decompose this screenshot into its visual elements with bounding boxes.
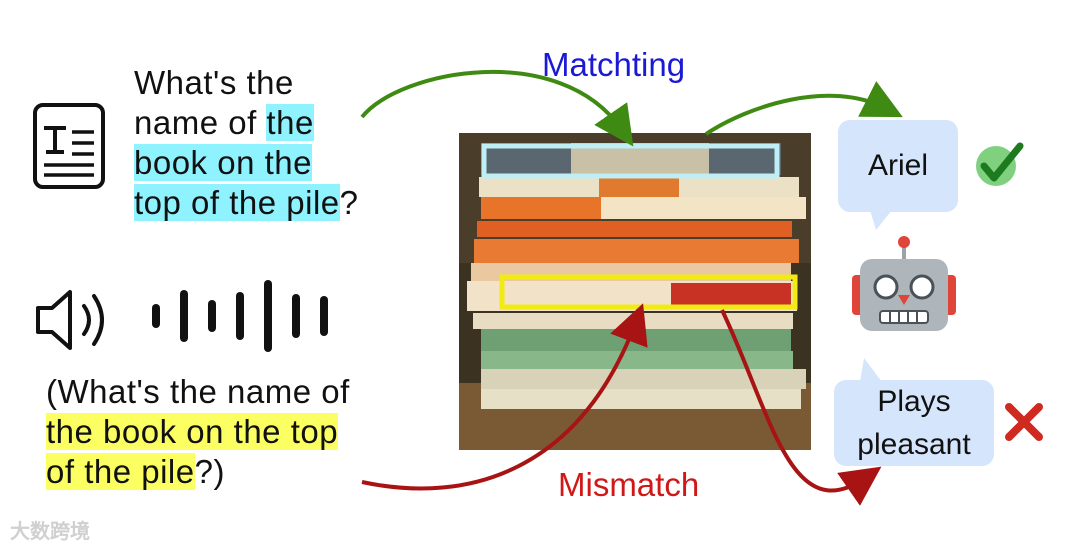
answer-wrong-line1: Plays xyxy=(834,380,994,423)
answer-wrong-line2: pleasant xyxy=(834,423,994,466)
bubble-tail-wrong xyxy=(860,358,884,382)
robot-icon xyxy=(852,233,956,335)
bubble-tail-correct xyxy=(870,210,894,232)
watermark: 大数跨境 xyxy=(10,515,90,544)
answer-bubble-wrong: Plays pleasant xyxy=(834,380,994,466)
check-icon xyxy=(974,140,1026,188)
mismatch-arrow-in xyxy=(362,322,636,488)
cross-icon xyxy=(1004,402,1044,442)
mismatch-label: Mismatch xyxy=(558,466,699,504)
answer-correct-text: Ariel xyxy=(868,149,928,182)
match-label: Matchting xyxy=(542,46,685,84)
answer-bubble-correct: Ariel xyxy=(838,120,958,212)
